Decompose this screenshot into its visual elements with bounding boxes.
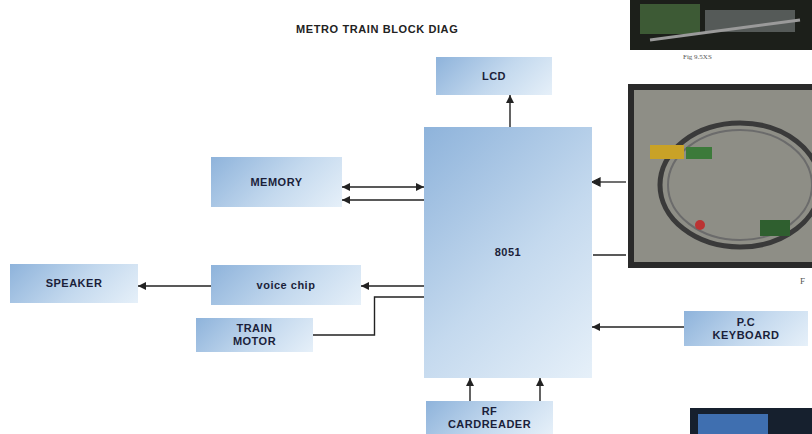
block-box: voice chip (211, 265, 361, 305)
signal-arrow (469, 378, 470, 401)
figure-caption: F (800, 276, 805, 286)
signal-arrow (342, 199, 424, 200)
block-label: LCD (482, 70, 506, 83)
signal-arrow (509, 95, 510, 127)
block-box: TRAIN MOTOR (196, 318, 313, 352)
signal-arrow (138, 285, 211, 286)
block-label: 8051 (495, 246, 521, 259)
diagram-title: METRO TRAIN BLOCK DIAG (296, 23, 458, 35)
block-label: TRAIN MOTOR (233, 322, 276, 347)
block-label: RF CARDREADER (448, 405, 531, 430)
block-label: MEMORY (250, 176, 302, 189)
block-box: P.C KEYBOARD (684, 311, 808, 346)
block-box: LCD (436, 57, 552, 95)
block-label: SPEAKER (46, 277, 103, 290)
block-label: P.C KEYBOARD (713, 316, 780, 341)
bottom-photo (690, 408, 812, 434)
signal-arrow (592, 326, 684, 327)
block-box: RF CARDREADER (426, 401, 553, 434)
middle-photo (628, 84, 812, 268)
figure-caption: Fig 9.5XS (683, 53, 712, 61)
signal-arrow (539, 378, 540, 401)
top-photo (630, 0, 812, 50)
signal-arrow (342, 186, 424, 187)
block-box: SPEAKER (10, 264, 138, 303)
block-box: MEMORY (211, 157, 342, 207)
block-label: voice chip (257, 279, 316, 292)
photo-leader-lines (592, 178, 626, 255)
block-box: 8051 (424, 127, 592, 378)
signal-arrow (361, 285, 424, 286)
